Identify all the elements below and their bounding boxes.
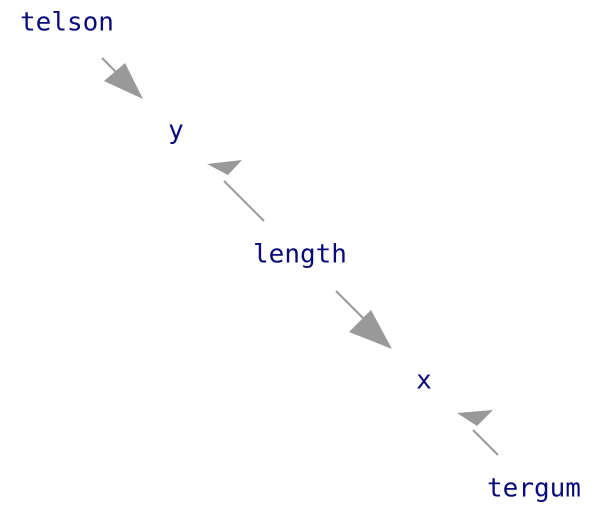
node-x-label: x bbox=[416, 366, 432, 396]
edge-tergum-to-x bbox=[457, 410, 499, 456]
edge-length-to-x bbox=[335, 290, 392, 349]
arrowhead-icon bbox=[207, 160, 242, 175]
node-tergum-label: tergum bbox=[487, 474, 581, 504]
edge-length-to-y bbox=[207, 160, 265, 222]
arrowhead-icon bbox=[349, 310, 392, 349]
arrowhead-icon bbox=[457, 410, 493, 426]
edge-telson-to-y bbox=[101, 57, 143, 99]
edge-line bbox=[223, 180, 265, 222]
arrowhead-icon bbox=[104, 63, 143, 99]
node-telson-label: telson bbox=[20, 8, 114, 38]
node-y-label: y bbox=[168, 116, 184, 146]
node-length-label: length bbox=[253, 240, 347, 270]
edge-line bbox=[472, 429, 499, 456]
